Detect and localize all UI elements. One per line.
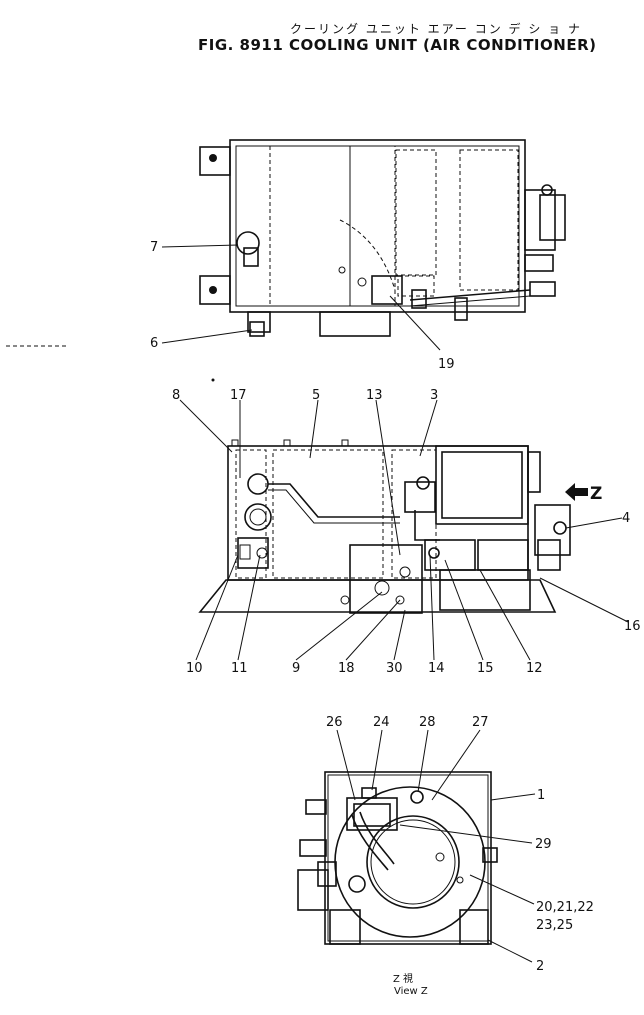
end-view bbox=[297, 729, 536, 963]
callout-17: 17 bbox=[230, 388, 247, 403]
callout-19: 19 bbox=[438, 357, 455, 372]
callout-9: 9 bbox=[292, 661, 300, 676]
callout-8: 8 bbox=[172, 388, 180, 403]
callout-6: 6 bbox=[150, 336, 158, 351]
view-z-caption-jp: Z 視 bbox=[393, 972, 413, 985]
callout-29: 29 bbox=[535, 837, 552, 852]
callout-26: 26 bbox=[326, 715, 343, 730]
arrow-z-label: Z bbox=[590, 484, 602, 504]
japanese-title: クーリング ユニット エアー コン デ シ ョ ナ bbox=[290, 22, 582, 36]
callout-13: 13 bbox=[366, 388, 383, 403]
callout-27: 27 bbox=[472, 715, 489, 730]
callout-18: 18 bbox=[338, 661, 355, 676]
callout-7: 7 bbox=[150, 240, 158, 255]
view-z-caption: View Z bbox=[394, 986, 428, 997]
callout-10: 10 bbox=[186, 661, 203, 676]
figure-title: FIG. 8911 COOLING UNIT (AIR CONDITIONER) bbox=[198, 36, 597, 54]
callout-24: 24 bbox=[373, 715, 390, 730]
callout-28: 28 bbox=[419, 715, 436, 730]
callout-14: 14 bbox=[428, 661, 445, 676]
callout-20-21-22: 20,21,22 bbox=[536, 900, 594, 915]
callout-30: 30 bbox=[386, 661, 403, 676]
callout-15: 15 bbox=[477, 661, 494, 676]
callout-3: 3 bbox=[430, 388, 438, 403]
callout-2: 2 bbox=[536, 959, 544, 974]
callout-23-25: 23,25 bbox=[536, 918, 573, 933]
figure-header: クーリング ユニット エアー コン デ シ ョ ナ FIG. 8911 COOL… bbox=[0, 0, 644, 60]
callout-16: 16 bbox=[624, 619, 641, 634]
callout-4: 4 bbox=[622, 511, 630, 526]
top-view bbox=[6, 139, 566, 351]
callout-11: 11 bbox=[231, 661, 248, 676]
callout-5: 5 bbox=[312, 388, 320, 403]
callout-12: 12 bbox=[526, 661, 543, 676]
side-view bbox=[179, 378, 629, 661]
callout-1: 1 bbox=[537, 788, 545, 803]
